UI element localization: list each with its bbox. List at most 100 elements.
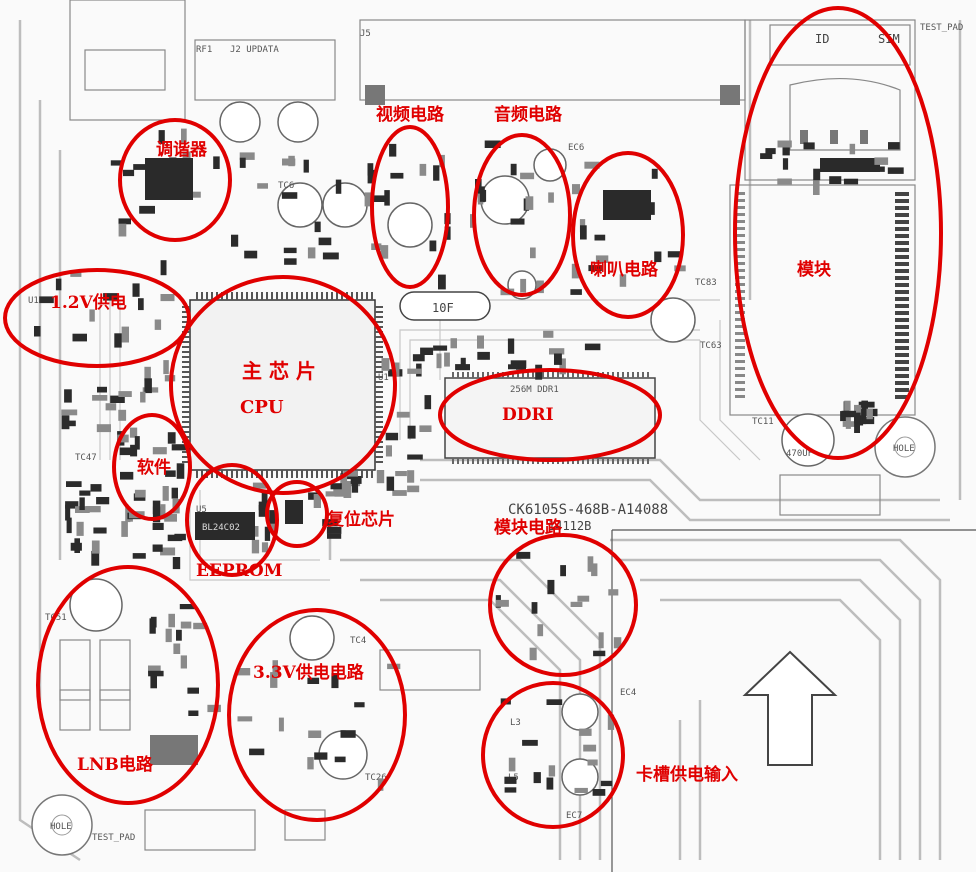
smd-component <box>460 357 466 370</box>
ddr-pin <box>637 372 639 378</box>
cpu-pin <box>375 356 383 358</box>
smd-component <box>760 153 773 159</box>
smd-component <box>412 354 425 362</box>
smd-component <box>152 447 167 455</box>
smd-component <box>395 471 407 477</box>
smd-component <box>594 234 606 241</box>
smd-component <box>433 345 448 351</box>
hole-right-silk: HOLE <box>893 444 915 454</box>
ddr-pin <box>612 372 614 378</box>
cpu-pin <box>375 316 383 318</box>
cpu-pin <box>375 366 383 368</box>
smd-component <box>162 486 169 501</box>
cpu-pin <box>375 306 383 308</box>
ring-reset <box>265 480 329 548</box>
cpu-pin <box>271 470 273 478</box>
cpu-pin <box>306 292 308 300</box>
cpu-pin <box>301 470 303 478</box>
smd-component <box>165 628 172 643</box>
smd-component <box>813 179 820 195</box>
smd-component <box>574 787 588 793</box>
module-pin <box>895 213 909 217</box>
smd-component <box>584 161 600 169</box>
smd-component <box>283 247 297 254</box>
module-pin <box>735 269 745 272</box>
smd-component <box>74 538 80 553</box>
smd-component <box>577 595 590 602</box>
tc83-silk: TC83 <box>695 278 717 288</box>
smd-component <box>39 296 54 304</box>
smd-component <box>327 533 342 539</box>
smd-component <box>354 702 365 708</box>
smd-component <box>307 247 316 259</box>
smd-component <box>595 255 609 263</box>
smd-component <box>861 400 868 412</box>
smd-component <box>510 218 525 225</box>
smd-component <box>777 178 792 185</box>
ddr-pin <box>487 458 489 464</box>
j5-silk: J5 <box>360 29 371 39</box>
cpu-pin <box>182 461 190 463</box>
ddr-pin <box>597 458 599 464</box>
cpu-pin <box>321 292 323 300</box>
cpu-pin <box>231 292 233 300</box>
smd-component <box>123 169 135 177</box>
smd-component <box>607 714 615 730</box>
smd-component <box>579 728 592 736</box>
hole-left-silk: HOLE <box>50 822 72 832</box>
smd-component <box>433 165 440 181</box>
cpu-pin <box>182 311 190 313</box>
id-silk: ID <box>815 32 829 46</box>
test-pad-bottom-silk: TEST_PAD <box>92 833 135 843</box>
ddr-pin <box>482 372 484 378</box>
smd-component <box>813 168 821 181</box>
ddr-pin <box>627 458 629 464</box>
smd-component <box>182 151 191 165</box>
cpu-pin <box>375 431 383 433</box>
cpu-pin <box>211 292 213 300</box>
module-pin-row <box>735 192 909 399</box>
smd-component <box>335 179 342 194</box>
cpu-pin <box>375 386 383 388</box>
module-pin <box>735 388 745 391</box>
smd-component <box>549 348 565 355</box>
smd-component <box>450 338 457 349</box>
module-pin <box>895 346 909 350</box>
smd-component <box>307 677 320 684</box>
module-pin <box>895 388 909 392</box>
cpu-pin <box>375 376 383 378</box>
cpu-pin <box>286 470 288 478</box>
smd-component <box>803 142 815 150</box>
cpu-pin <box>371 470 373 478</box>
smd-component <box>252 526 259 537</box>
smd-component <box>239 157 246 168</box>
smd-component <box>164 513 177 522</box>
smd-component <box>874 157 889 165</box>
smd-component <box>237 716 253 722</box>
smd-component <box>326 526 342 534</box>
smd-component <box>438 274 446 290</box>
smd-component <box>367 163 374 176</box>
smd-component <box>237 668 251 676</box>
cpu-pin <box>375 426 383 428</box>
smd-component <box>134 489 146 498</box>
smd-component <box>407 368 422 374</box>
smd-component <box>350 476 362 484</box>
smd-component <box>546 777 554 790</box>
smd-component <box>132 283 140 297</box>
smd-component <box>340 474 348 487</box>
module-pin <box>735 227 745 230</box>
cpu-pin <box>261 470 263 478</box>
ring-software <box>112 413 192 521</box>
ring-slot-power <box>481 681 625 829</box>
smd-component <box>79 490 91 496</box>
test-pad-top-silk: TEST_PAD <box>920 23 963 33</box>
ddr-pin <box>572 372 574 378</box>
cpu-pin <box>182 346 190 348</box>
ddr-pin <box>647 372 649 378</box>
module-pin <box>735 374 745 377</box>
smd-component <box>593 650 606 657</box>
smd-component <box>176 629 182 641</box>
smd-component <box>392 490 407 496</box>
smd-component <box>667 251 681 258</box>
